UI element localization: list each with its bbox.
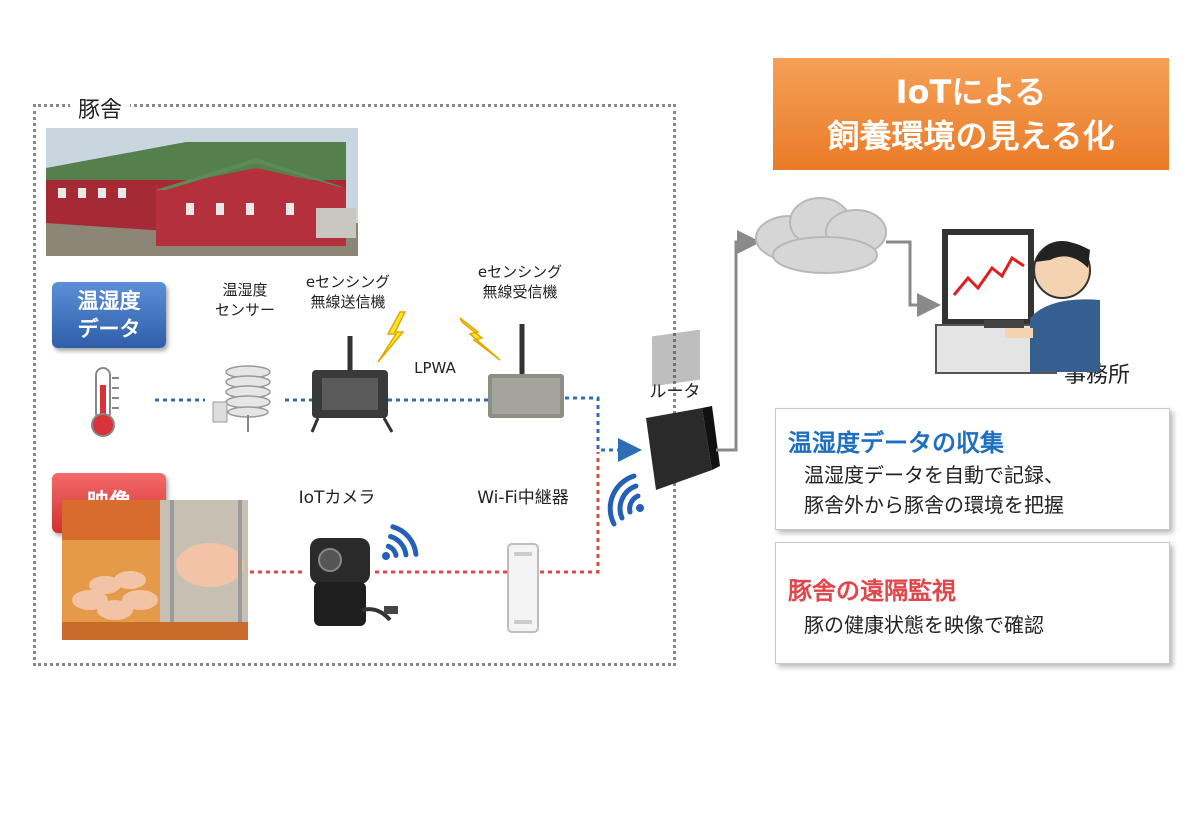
temp-data-line (155, 396, 642, 462)
receiver-label-line2: 無線受信機 (482, 283, 558, 301)
router-to-cloud-line (716, 230, 761, 452)
temp-badge-line2: データ (77, 317, 141, 341)
iot-camera-icon (310, 538, 398, 626)
barn-photo (46, 128, 358, 256)
info-card-monitoring: 豚舎の遠隔監視 豚の健康状態を映像で確認 (775, 542, 1170, 664)
receiver-label: eセンシング 無線受信機 (465, 262, 575, 302)
router-label: ルータ (649, 382, 701, 402)
camera-label: IoTカメラ (298, 488, 376, 508)
wifi-repeater-icon (507, 543, 539, 633)
title-line1: IoTによる (895, 73, 1047, 111)
info-card-line: 豚の健康状態を映像で確認 (804, 613, 1044, 637)
office-worker-icon (935, 229, 1100, 374)
info-card-heading: 温湿度データの収集 (788, 429, 1004, 457)
info-card-temperature: 温湿度データの収集 温湿度データを自動で記録、 豚舎外から豚舎の環境を把握 (775, 408, 1170, 530)
wifi-icon-router (607, 473, 644, 527)
lightning-icon-right (459, 317, 501, 361)
thermometer-icon (91, 367, 119, 437)
repeater-label: Wi-Fi中継器 (477, 488, 569, 508)
title-line2: 飼養環境の見える化 (827, 117, 1115, 155)
receiver-device-icon (488, 324, 564, 418)
transmitter-label-line2: 無線送信機 (310, 293, 386, 311)
temp-data-badge: 温湿度 データ (52, 282, 166, 348)
transmitter-label: eセンシング 無線送信機 (293, 272, 403, 312)
barn-section-label: 豚舎 (70, 92, 131, 124)
video-line (250, 452, 600, 574)
receiver-label-line1: eセンシング (477, 263, 563, 281)
sensor-label-line2: センサー (214, 301, 275, 319)
info-card-heading: 豚舎の遠隔監視 (788, 577, 956, 605)
temp-badge-line1: 温湿度 (77, 289, 141, 313)
sensor-label-line1: 温湿度 (222, 281, 268, 299)
pig-photo (62, 500, 248, 640)
info-card-line: 温湿度データを自動で記録、 (804, 463, 1064, 487)
router-icon (646, 329, 720, 490)
title-banner: IoTによる 飼養環境の見える化 (773, 58, 1169, 170)
info-card-line: 豚舎外から豚舎の環境を把握 (804, 493, 1064, 517)
temp-sensor-icon (212, 365, 271, 432)
lightning-icon-left (377, 311, 407, 363)
cloud-icon (755, 197, 887, 274)
barn-frame (33, 104, 676, 666)
transmitter-device-icon (310, 336, 394, 433)
wifi-icon-camera (382, 524, 419, 560)
lpwa-label: LPWA (414, 359, 456, 377)
sensor-label: 温湿度 センサー (200, 280, 290, 320)
cloud-to-office-line (886, 240, 941, 317)
transmitter-label-line1: eセンシング (305, 273, 391, 291)
